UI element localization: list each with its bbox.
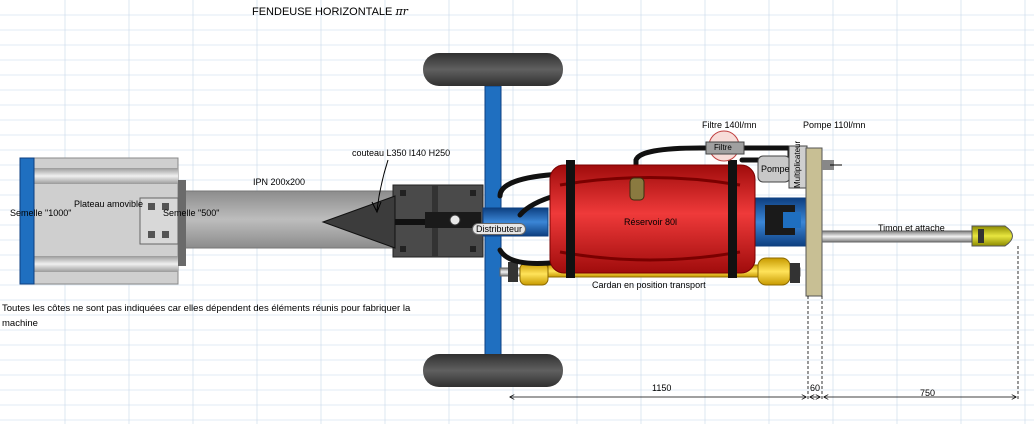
filter: [705, 130, 745, 162]
semelle-500-plate: [139, 197, 179, 245]
dimension-750: 750: [920, 388, 936, 398]
label-couteau: couteau L350 l140 H250: [352, 148, 451, 158]
label-filtre: Filtre: [714, 143, 732, 152]
dimension-60: 60: [810, 383, 821, 393]
wheel-top: [423, 53, 563, 86]
label-filtre-flow: Filtre 140l/mn: [702, 120, 757, 130]
reservoir-tank: [549, 160, 756, 278]
label-semelle-500: Semelle "500": [163, 208, 220, 218]
label-multiplicateur: Multiplicateur: [793, 140, 802, 188]
label-distributeur: Distributeur: [472, 223, 527, 235]
diagram-title: FENDEUSE HORIZONTALE πr: [252, 5, 408, 18]
label-plateau-amovible: Plateau amovible: [74, 199, 144, 209]
note-text: Toutes les côtes ne sont pas indiquées c…: [2, 303, 411, 329]
label-pompe: Pompe: [761, 164, 790, 174]
label-semelle-1000: Semelle "1000": [10, 208, 72, 218]
couteau-wedge: [321, 159, 425, 249]
label-reservoir: Réservoir 80l: [624, 217, 678, 227]
dimension-1150: 1150: [652, 383, 672, 393]
wheel-bottom: [423, 354, 563, 387]
label-cardan: Cardan en position transport: [592, 280, 706, 290]
dimension-lines: [510, 246, 1019, 400]
label-ipn: IPN 200x200: [253, 177, 306, 187]
label-pompe-flow: Pompe 110l/mn: [803, 120, 866, 130]
front-plate: [805, 147, 842, 297]
timon-bar: [821, 225, 1013, 247]
label-timon: Timon et attache: [878, 223, 945, 233]
